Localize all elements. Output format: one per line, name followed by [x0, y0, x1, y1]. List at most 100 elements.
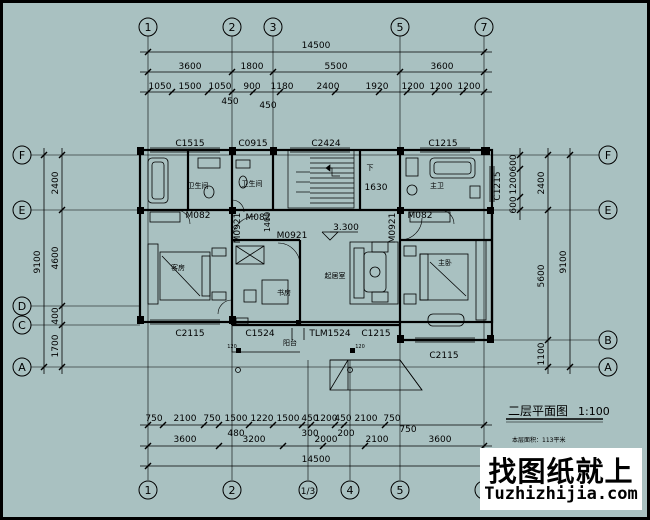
dim-top-r2-4: 1180 [271, 82, 294, 92]
title-block: 二层平面图 1:100 本层面积：113平米 [506, 404, 610, 444]
dim-bottom-r2-4: 3600 [429, 435, 452, 445]
dim-bottom-r1-0: 750 [145, 414, 162, 424]
dim-bottom-total: 14500 [302, 455, 331, 465]
dim-bottom-r1-6: 450 [301, 414, 318, 424]
stair-down-label: 下 [367, 164, 374, 172]
label-c1215-side: C1215 [493, 171, 503, 200]
dim-top-r2-8: 1200 [430, 82, 453, 92]
dim-top-r2-7: 1200 [402, 82, 425, 92]
room-bath-2: 卫生间 [242, 179, 263, 188]
axis-label-top-7: 7 [481, 21, 488, 34]
axis-label-right-B: B [604, 334, 612, 347]
axis-bubble-bottom-1 [138, 480, 158, 500]
dim-bottom-r1-8: 450 [334, 414, 351, 424]
columns [137, 147, 494, 353]
label-tlm1524: TLM1524 [308, 329, 350, 339]
label-c2115-right: C2115 [429, 351, 458, 361]
dim-bottom-r2-2: 2000 [315, 435, 338, 445]
dim-top-r1-0: 3600 [179, 62, 202, 72]
axis-label-top-3: 3 [270, 21, 277, 34]
axis-bubble-bottom-1-3 [298, 480, 318, 500]
axis-label-bottom-2: 2 [229, 484, 236, 497]
dim-bottom-r1-10: 750 [383, 414, 400, 424]
label-level: 3.300 [333, 223, 359, 233]
right-dimensions [516, 148, 574, 374]
axis-label-left-F: F [19, 149, 25, 162]
label-c2115-left: C2115 [175, 329, 204, 339]
dim-top-extra-1: 450 [259, 101, 276, 111]
dim-bottom-mid-2: 200 [337, 429, 354, 439]
label-120-b: 120 [355, 344, 365, 350]
room-bath-1: 卫生间 [188, 181, 209, 190]
axis-label-left-E: E [19, 204, 26, 217]
axis-label-right-A: A [604, 361, 612, 374]
dim-top-r2-1: 1500 [179, 82, 202, 92]
dim-right-inner-1: 1200 [509, 171, 519, 194]
axis-label-left-D: D [18, 300, 26, 313]
dim-bottom-r1-3: 1500 [225, 414, 248, 424]
dim-top-r2-0: 1050 [149, 82, 172, 92]
room-master-bedroom: 主卧 [438, 258, 452, 267]
dim-top-r2-5: 2400 [317, 82, 340, 92]
room-study: 书房 [277, 288, 291, 297]
dim-top-r2-2: 1050 [209, 82, 232, 92]
axis-label-right-E: E [605, 204, 612, 217]
label-c0915: C0915 [238, 139, 267, 149]
bath-fixtures [147, 157, 481, 204]
dim-bottom-r2-3: 2100 [366, 435, 389, 445]
dim-bottom-r2-1: 3200 [243, 435, 266, 445]
axis-bubble-bottom-5 [390, 480, 410, 500]
dim-top-total: 14500 [302, 41, 331, 51]
dim-bottom-r1-5: 1500 [277, 414, 300, 424]
dim-bottom-mid-3: 750 [399, 425, 416, 435]
label-120-a: 120 [227, 344, 237, 350]
dim-right-outer: 9100 [559, 250, 569, 273]
dim-right-inner-5: 1100 [537, 342, 547, 365]
dim-top-r2-3: 900 [243, 82, 260, 92]
dim-top-r1-2: 5500 [325, 62, 348, 72]
dim-left-inner-2: 400 [51, 307, 61, 324]
label-m082-left: M082 [186, 211, 211, 221]
furniture [147, 147, 495, 391]
watermark-en: Tuzhizhijia.com [484, 484, 638, 504]
dim-left-outer: 9100 [33, 250, 43, 273]
left-dimensions [40, 148, 66, 374]
top-dimensions [140, 48, 492, 96]
axis-label-bottom-1-3: 1/3 [301, 487, 315, 497]
label-m082-mid: M082 [246, 213, 271, 223]
dim-bottom-r1-2: 750 [203, 414, 220, 424]
dim-right-inner-3: 2400 [537, 171, 547, 194]
dim-top-r1-1: 1800 [241, 62, 264, 72]
stairs [287, 149, 355, 209]
room-lounge: 起居室 [325, 271, 346, 280]
dim-left-inner-1: 4600 [51, 246, 61, 269]
label-c2424: C2424 [311, 139, 340, 149]
room-guest-bedroom: 客房 [171, 263, 185, 272]
dim-bottom-r1-1: 2100 [174, 414, 197, 424]
room-master-bath: 主卫 [430, 181, 444, 190]
dim-right-inner-0: 600 [509, 154, 519, 171]
label-c1215-top: C1215 [428, 139, 457, 149]
label-c1515: C1515 [175, 139, 204, 149]
axis-label-left-A: A [18, 361, 26, 374]
label-1400: 1400 [263, 212, 272, 232]
watermark-cn: 找图纸就上 [488, 455, 634, 488]
axis-label-bottom-5: 5 [397, 484, 404, 497]
label-m082-right: M082 [408, 211, 433, 221]
dim-left-inner-0: 2400 [51, 171, 61, 194]
dim-top-r2-9: 1200 [458, 82, 481, 92]
axis-bubble-bottom-2 [222, 480, 242, 500]
dim-right-inner-2: 600 [509, 196, 519, 213]
walls [138, 148, 494, 342]
axis-label-bottom-4: 4 [347, 484, 354, 497]
dim-bottom-r1-7: 1200 [315, 414, 338, 424]
label-m0921-c: M0921 [388, 213, 398, 244]
label-stair-dim: 1630 [365, 183, 388, 193]
dim-right-inner-4: 5600 [537, 264, 547, 287]
drawing-scale: 1:100 [578, 405, 610, 418]
dim-bottom-r1-9: 2100 [355, 414, 378, 424]
axis-bubble-bottom-4 [340, 480, 360, 500]
label-m0921-a: M0921 [233, 213, 243, 244]
